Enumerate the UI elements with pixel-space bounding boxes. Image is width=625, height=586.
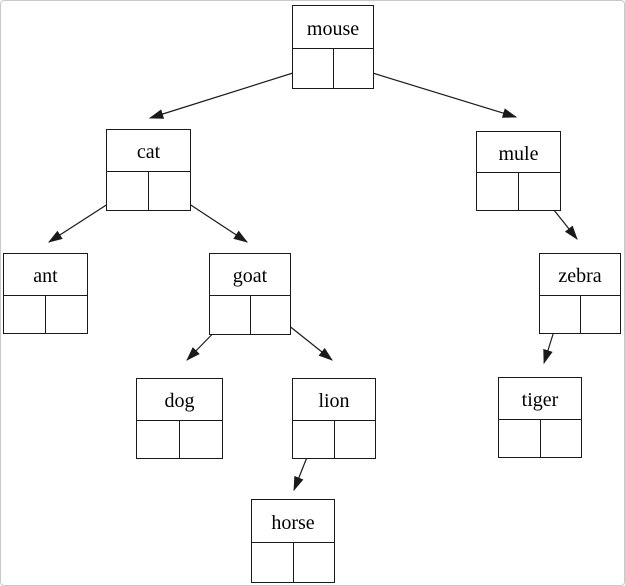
node-pointer-cells (210, 296, 290, 334)
tree-node-dog: dog (136, 378, 223, 459)
tree-node-mouse: mouse (292, 5, 374, 89)
node-label: mule (477, 132, 560, 173)
node-label: ant (4, 254, 87, 296)
node-pointer-cells (107, 172, 190, 210)
left-child-pointer-cell (540, 295, 581, 333)
left-child-pointer-cell (252, 543, 294, 582)
edge-mouse-right-to-mule (352, 66, 518, 118)
right-child-pointer-cell (519, 173, 560, 210)
right-child-pointer-cell (335, 421, 376, 459)
left-child-pointer-cell (4, 295, 46, 333)
node-pointer-cells (293, 49, 373, 88)
right-child-pointer-cell (541, 420, 582, 458)
left-child-pointer-cell (293, 49, 334, 88)
node-label: tiger (499, 378, 581, 420)
node-label: horse (252, 500, 334, 543)
node-label: cat (107, 130, 190, 172)
node-pointer-cells (540, 295, 621, 334)
right-child-pointer-cell (294, 543, 335, 582)
node-pointer-cells (477, 173, 560, 210)
node-pointer-cells (137, 420, 222, 459)
node-label: zebra (540, 254, 620, 296)
left-child-pointer-cell (477, 173, 519, 210)
tree-node-cat: cat (106, 129, 191, 211)
node-pointer-cells (4, 295, 87, 334)
right-child-pointer-cell (251, 296, 291, 334)
node-pointer-cells (293, 420, 376, 459)
right-child-pointer-cell (149, 172, 190, 210)
tree-node-zebra: zebra (539, 253, 621, 334)
left-child-pointer-cell (210, 296, 251, 334)
tree-node-lion: lion (292, 378, 376, 459)
node-label: dog (137, 379, 222, 421)
node-label: lion (293, 379, 375, 421)
right-child-pointer-cell (180, 421, 222, 459)
right-child-pointer-cell (581, 296, 621, 334)
tree-node-mule: mule (476, 131, 561, 211)
node-pointer-cells (499, 419, 582, 458)
node-pointer-cells (252, 543, 334, 582)
node-label: goat (210, 254, 290, 296)
left-child-pointer-cell (293, 420, 335, 458)
left-child-pointer-cell (137, 420, 180, 458)
left-child-pointer-cell (107, 172, 149, 210)
right-child-pointer-cell (46, 296, 87, 334)
edge-mouse-left-to-cat (148, 66, 313, 119)
right-child-pointer-cell (334, 49, 374, 88)
left-child-pointer-cell (499, 419, 541, 457)
tree-node-ant: ant (3, 253, 88, 334)
tree-node-goat: goat (209, 253, 291, 335)
node-label: mouse (293, 6, 373, 49)
tree-node-tiger: tiger (498, 377, 582, 458)
tree-node-horse: horse (251, 499, 335, 583)
